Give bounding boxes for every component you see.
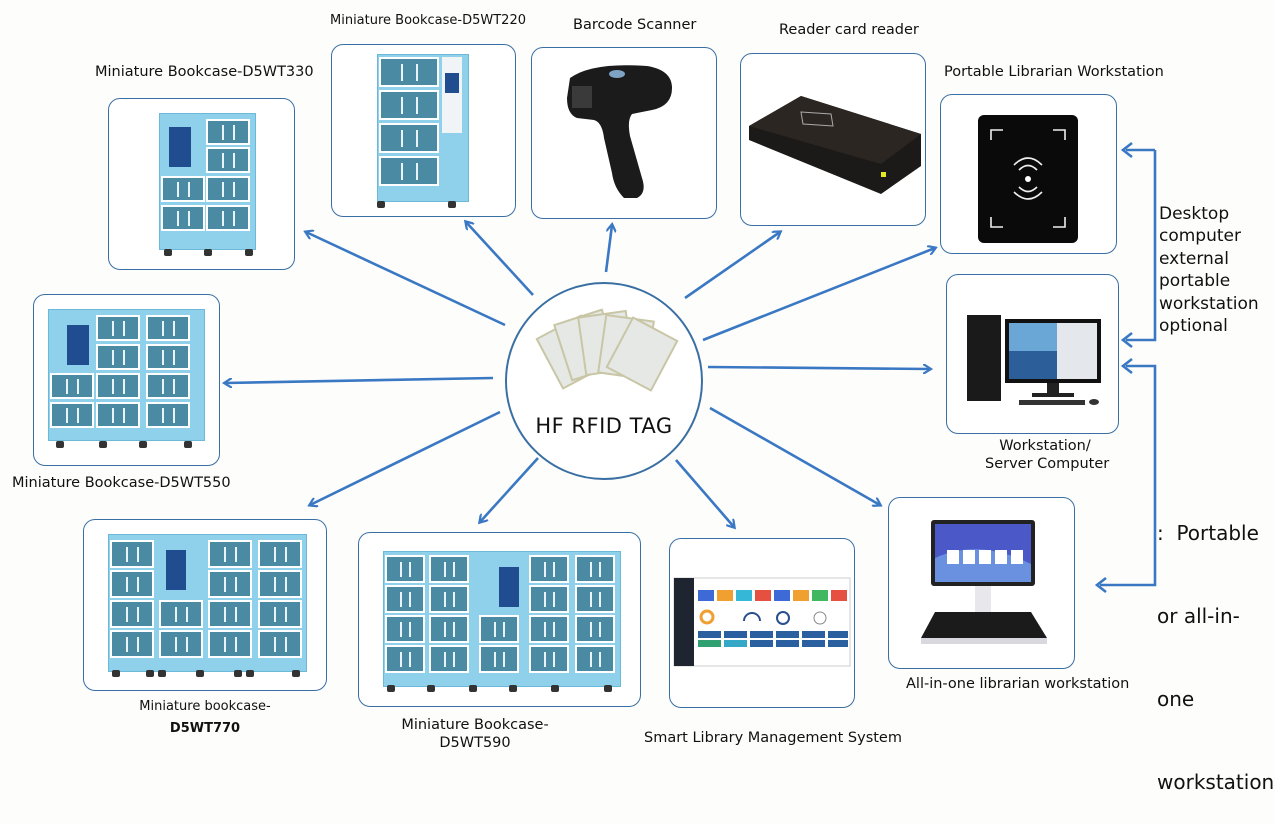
note-portable-allinone: : Portable or all-in- one workstation (1157, 465, 1274, 824)
arrow-to-allinone (709, 406, 880, 505)
node-d5wt770[interactable] (83, 519, 327, 691)
arrow-to-d5wt330 (306, 232, 506, 327)
note-line: workstation (1159, 293, 1259, 314)
label-slms: Smart Library Management System (644, 730, 902, 746)
note-line: computer (1159, 226, 1241, 247)
node-cardreader[interactable] (740, 53, 926, 226)
node-d5wt330[interactable] (108, 98, 295, 270)
arrow-to-d5wt770 (310, 410, 501, 505)
node-d5wt590[interactable] (358, 532, 641, 707)
arrow-to-server (707, 367, 930, 369)
note-line: or all-in- (1157, 603, 1240, 628)
note-line: workstation (1157, 769, 1275, 794)
node-portable[interactable] (940, 94, 1117, 254)
note-line: Desktop (1159, 204, 1230, 224)
label-d5wt590-line1: Miniature Bookcase- (401, 717, 549, 733)
bracket-desktop-optional (1126, 150, 1157, 342)
rfid-tag-hub: HF RFID TAG (505, 282, 703, 480)
node-server[interactable] (946, 274, 1119, 434)
label-d5wt220: Miniature Bookcase-D5WT220 (330, 13, 526, 28)
label-server: Workstation/ Server Computer (985, 437, 1110, 473)
desktop-computer-icon (967, 315, 1101, 405)
label-d5wt770-line2: D5WT770 (169, 721, 241, 737)
card-reader-icon (749, 96, 921, 194)
rfid-reader-pad-icon (978, 115, 1078, 243)
arrow-to-portable (702, 248, 935, 342)
arrow-to-d5wt590 (480, 457, 539, 522)
node-d5wt550[interactable] (33, 294, 220, 466)
label-d5wt550: Miniature Bookcase-D5WT550 (12, 475, 231, 491)
note-line: one (1157, 686, 1195, 711)
kiosk-workstation-icon (921, 520, 1047, 644)
arrow-to-d5wt550 (225, 376, 494, 383)
label-d5wt590-line2: D5WT590 (439, 735, 511, 752)
node-d5wt220[interactable] (331, 44, 516, 217)
label-d5wt770: Miniature bookcase- D5WT770 (130, 699, 280, 738)
node-barcode[interactable] (531, 47, 717, 219)
dashboard-screen-icon (673, 577, 851, 667)
label-d5wt770-line1: Miniature bookcase- (139, 699, 271, 714)
label-d5wt590: Miniature Bookcase- D5WT590 (400, 716, 550, 752)
label-allinone: All-in-one librarian workstation (906, 676, 1130, 692)
node-allinone[interactable] (888, 497, 1075, 669)
note-desktop-optional: Desktop computer external portable works… (1159, 203, 1259, 338)
label-barcode: Barcode Scanner (573, 17, 697, 33)
arrow-to-slms (675, 459, 734, 527)
note-line: : Portable (1157, 521, 1259, 546)
label-d5wt330: Miniature Bookcase-D5WT330 (95, 64, 314, 80)
hub-label: HF RFID TAG (535, 414, 673, 438)
label-server-line1: Workstation/ (999, 438, 1091, 454)
barcode-scanner-icon (567, 65, 672, 198)
node-slms[interactable] (669, 538, 855, 708)
note-line: portable (1159, 271, 1231, 292)
label-portable: Portable Librarian Workstation (944, 64, 1164, 80)
label-server-line2: Server Computer (985, 456, 1110, 473)
label-cardreader: Reader card reader (779, 22, 919, 38)
note-line: external (1159, 248, 1229, 269)
note-line: optional (1159, 316, 1228, 337)
rfid-tag-stack-icon (535, 308, 679, 392)
arrow-to-barcode (604, 225, 612, 273)
